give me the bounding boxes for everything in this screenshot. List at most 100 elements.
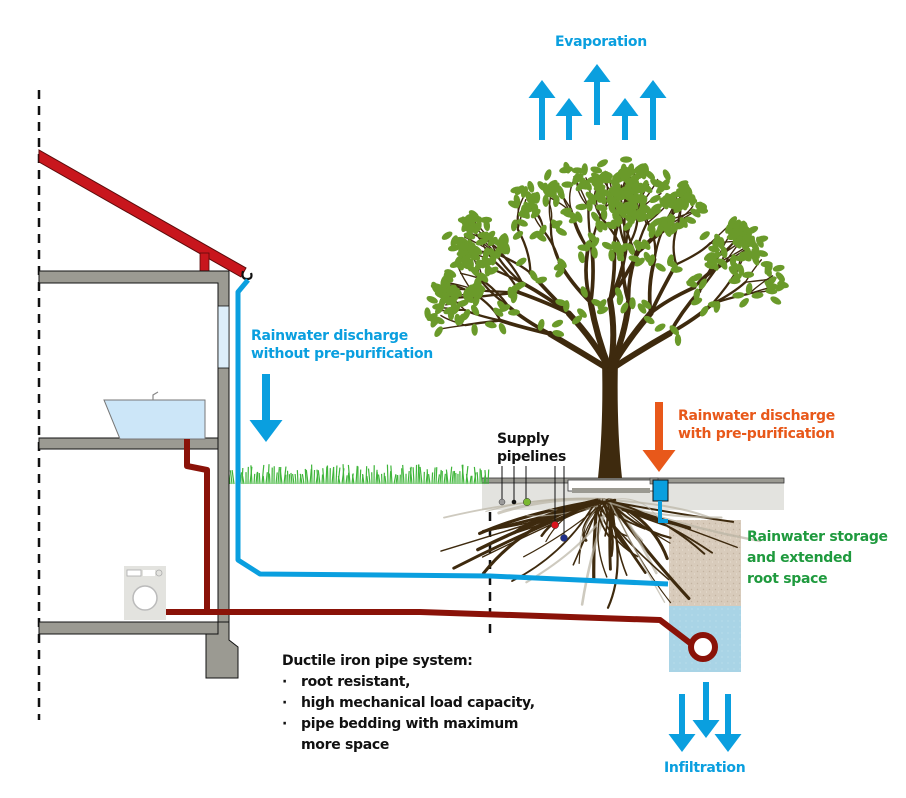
leaf-icon: [678, 184, 687, 196]
leaf-icon: [572, 173, 580, 185]
leaf-icon: [469, 289, 481, 298]
leaf-icon: [560, 207, 572, 215]
leaf-icon: [441, 231, 453, 240]
house-section: [38, 149, 253, 679]
discharge-without-label: Rainwater discharge without pre-purifica…: [251, 328, 433, 362]
leaf-icon: [740, 239, 749, 252]
leaf-icon: [698, 278, 707, 290]
leaf-icon: [555, 227, 567, 236]
leaf-icon: [616, 293, 624, 306]
supply-pipe-green: [523, 498, 531, 506]
leaf-icon: [631, 184, 642, 193]
roof-support: [199, 252, 210, 272]
leaf-icon: [667, 254, 674, 267]
leaf-icon: [445, 269, 457, 278]
leaf-icon: [600, 208, 608, 221]
leaf-icon: [596, 306, 609, 315]
leaf-icon: [537, 181, 547, 192]
leaf-icon: [447, 244, 460, 252]
leaf-icon: [472, 245, 483, 255]
leaf-icon: [474, 259, 483, 272]
leaf-icon: [718, 237, 725, 250]
leaf-icon: [480, 216, 493, 224]
leaf-icon: [484, 264, 492, 277]
infiltration-arrow-icon: [714, 694, 742, 752]
leaf-icon: [434, 326, 443, 337]
leaf-icon: [605, 221, 617, 230]
leaf-icon: [598, 220, 608, 231]
leaf-icon: [508, 200, 520, 209]
leaf-icon: [462, 309, 471, 321]
leaf-icon: [620, 169, 628, 182]
ductile-iron-points: root resistant, high mechanical load cap…: [282, 672, 535, 735]
leaf-icon: [643, 212, 655, 220]
leaf-icon: [590, 166, 603, 174]
leaf-icon: [588, 194, 600, 202]
leaf-icon: [623, 221, 633, 231]
leaf-icon: [699, 305, 709, 317]
leaf-icon: [699, 231, 710, 241]
leaf-icon: [612, 208, 621, 220]
leaf-icon: [597, 299, 607, 310]
supply-pipelines: [498, 466, 568, 542]
leaf-icon: [482, 231, 490, 244]
leaf-icon: [581, 163, 588, 176]
leaf-icon: [732, 292, 745, 299]
leaf-icon: [756, 250, 768, 257]
leaf-icon: [620, 156, 633, 163]
ductile-point: high mechanical load capacity,: [282, 693, 535, 714]
leaf-icon: [639, 206, 648, 218]
leaf-icon: [624, 214, 635, 224]
drain-pipe-outlet: [688, 632, 718, 662]
leaf-icon: [728, 266, 739, 277]
leaf-icon: [772, 264, 785, 272]
leaf-icon: [537, 319, 545, 331]
leaf-icon: [535, 232, 547, 242]
leaf-icon: [551, 319, 564, 328]
leaf-icon: [751, 248, 760, 259]
infiltration-label: Infiltration: [664, 760, 746, 776]
leaf-icon: [686, 280, 698, 288]
leaf-icon: [684, 216, 697, 224]
leaf-icon: [623, 203, 636, 211]
leaf-icon: [475, 219, 482, 232]
leaf-icon: [464, 241, 474, 252]
leaf-icon: [654, 323, 666, 332]
leaf-icon: [567, 210, 578, 221]
leaf-icon: [635, 163, 646, 172]
leaf-icon: [637, 303, 647, 314]
washing-machine-icon: [124, 566, 166, 620]
leaf-icon: [474, 274, 483, 286]
leaf-icon: [559, 166, 572, 174]
leaf-icon: [515, 257, 527, 267]
leaf-icon: [561, 181, 574, 188]
ductile-iron-drain-pipe: [166, 439, 696, 649]
leaf-icon: [731, 273, 742, 282]
infiltration-arrow-icon: [668, 694, 696, 752]
pre-purification-inlet: [649, 477, 669, 523]
leaf-icon: [650, 178, 661, 188]
leaf-icon: [737, 263, 745, 276]
supply-pipe-black: [511, 499, 517, 505]
leaf-icon: [508, 309, 520, 316]
leaf-icon: [424, 307, 431, 320]
leaf-icon: [599, 174, 612, 182]
leaf-icon: [734, 255, 747, 262]
leaf-icon: [481, 256, 492, 266]
leaf-icon: [443, 272, 454, 283]
leaf-icon: [691, 297, 703, 306]
storage-label: Rainwater storage and extended root spac…: [747, 529, 888, 587]
leaf-icon: [756, 235, 769, 243]
leaf-icon: [468, 210, 479, 220]
leaf-icon: [606, 195, 618, 205]
window: [217, 305, 230, 369]
leaf-icon: [445, 284, 457, 293]
leaf-icon: [530, 208, 541, 219]
leaf-icon: [676, 220, 687, 230]
leaf-icon: [430, 283, 443, 290]
leaf-icon: [641, 299, 652, 309]
leaf-icon: [671, 222, 680, 233]
leaf-icon: [622, 189, 634, 199]
leaf-icon: [460, 254, 472, 264]
leaf-icon: [498, 233, 507, 244]
